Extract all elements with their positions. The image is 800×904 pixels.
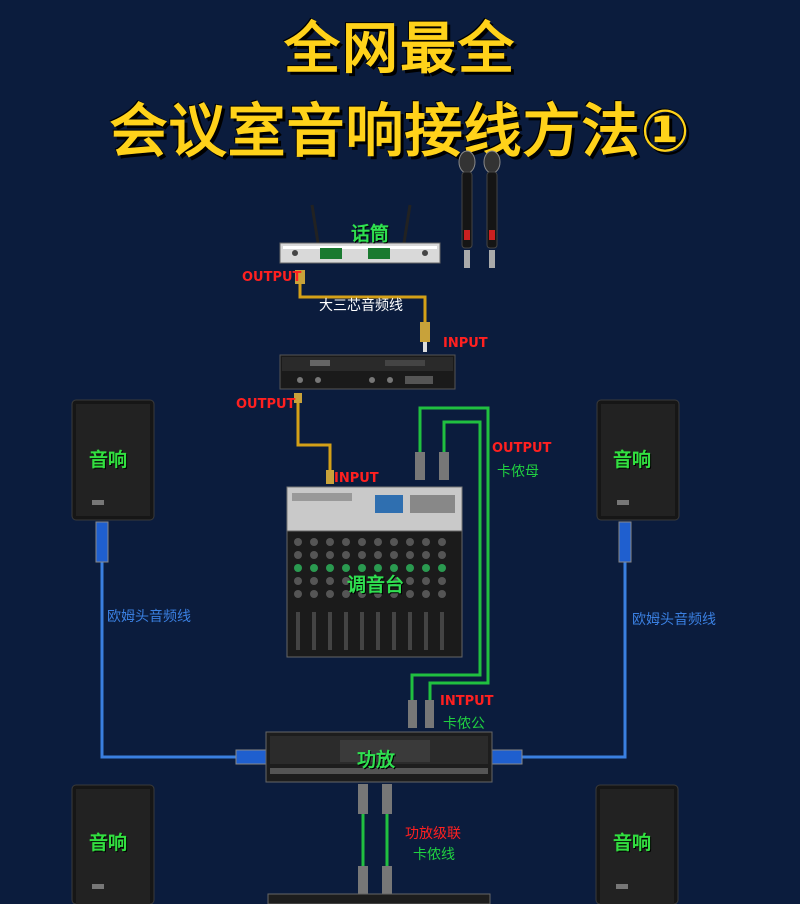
cascade-label: 功放级联 — [405, 826, 461, 842]
handheld-microphone-2 — [483, 150, 501, 268]
mixer-knob — [294, 590, 302, 598]
handheld-microphone-1 — [458, 150, 476, 268]
mixer-knob — [358, 564, 366, 572]
mixer-knob — [406, 564, 414, 572]
mixer-knob — [438, 590, 446, 598]
mixer-knob — [390, 551, 398, 559]
mic-output-label: OUTPUT — [242, 270, 302, 285]
mixer-knob — [406, 551, 414, 559]
mixer-fader — [392, 612, 396, 650]
mixer-knob — [310, 590, 318, 598]
mixer-knob — [326, 551, 334, 559]
microphone-label: 话筒 — [351, 223, 390, 245]
mixer-knob — [406, 577, 414, 585]
mixer-knob — [326, 538, 334, 546]
mixer-knob — [422, 564, 430, 572]
xlr-male-label: 卡侬公 — [443, 716, 485, 732]
mixer-fader — [360, 612, 364, 650]
mixer-knob — [358, 538, 366, 546]
mixer-knob — [374, 538, 382, 546]
title-line-2: 会议室音响接线方法① — [109, 97, 691, 165]
speaker-bottom-left-label: 音响 — [89, 832, 128, 854]
mixer-knob — [438, 551, 446, 559]
mixer-knob — [310, 538, 318, 546]
mixer-knob — [326, 590, 334, 598]
mixer-knob — [294, 564, 302, 572]
processor-input-label: INPUT — [443, 336, 488, 351]
speaker-top-right-label: 音响 — [613, 449, 652, 471]
speaker-bottom-left — [71, 784, 155, 904]
speaker-bottom-right-label: 音响 — [613, 832, 652, 854]
mixer-knob — [342, 590, 350, 598]
speakon-cable-right-label: 欧姆头音频线 — [632, 612, 716, 628]
mixer-knob — [390, 590, 398, 598]
xlr-female-label: 卡侬母 — [497, 464, 539, 480]
mixer-knob — [422, 577, 430, 585]
mixer-output-label: OUTPUT — [492, 441, 552, 456]
mixer-knob — [326, 577, 334, 585]
mixer-knob — [358, 551, 366, 559]
mixer-knob — [342, 538, 350, 546]
power-amplifier — [265, 731, 493, 783]
mixer-fader — [376, 612, 380, 650]
mixer-knob — [358, 577, 366, 585]
mixer-knob — [310, 577, 318, 585]
mixer-knob — [422, 551, 430, 559]
title-line-1: 全网最全 — [284, 17, 516, 82]
mixer-knob — [438, 538, 446, 546]
mixer-knob — [422, 590, 430, 598]
speaker-top-left-label: 音响 — [89, 449, 128, 471]
mixer-knob — [342, 551, 350, 559]
mixer-knob — [390, 564, 398, 572]
mixer-knob — [374, 590, 382, 598]
wireless-receiver — [279, 204, 441, 264]
amplifier-label: 功放 — [357, 749, 396, 771]
mixer-knob — [294, 551, 302, 559]
mixer-knob — [294, 538, 302, 546]
mixer-knob — [358, 590, 366, 598]
mixer-knob — [438, 564, 446, 572]
mixer-fader — [408, 612, 412, 650]
mixer-knob — [374, 564, 382, 572]
mixer-knob — [374, 577, 382, 585]
mixer-knob — [326, 564, 334, 572]
mixer-knob — [374, 551, 382, 559]
mixer-fader — [296, 612, 300, 650]
mixer-knob — [390, 538, 398, 546]
speaker-bottom-right — [595, 784, 679, 904]
cascade-cable-label: 卡侬线 — [413, 847, 455, 863]
mixer-knob — [310, 564, 318, 572]
mixer-knob — [406, 590, 414, 598]
mixer-input-label: INPUT — [334, 471, 379, 486]
mixer-knob — [406, 538, 414, 546]
mixer-knob — [294, 577, 302, 585]
speaker-top-left — [71, 399, 155, 521]
audio-processor — [279, 354, 456, 390]
mixer-fader — [344, 612, 348, 650]
mixer-fader — [424, 612, 428, 650]
mixer-knob — [310, 551, 318, 559]
amp-input-label: INTPUT — [440, 694, 494, 709]
trs-cable-label: 大三芯音频线 — [319, 298, 403, 314]
mixer-knob — [342, 577, 350, 585]
mixer-fader — [312, 612, 316, 650]
speaker-top-right — [596, 399, 680, 521]
mixer-knob — [390, 577, 398, 585]
processor-output-label: OUTPUT — [236, 397, 296, 412]
mixer-knob — [422, 538, 430, 546]
mixer-label: 调音台 — [347, 574, 405, 596]
mixer-knob — [438, 577, 446, 585]
mixer-knob — [342, 564, 350, 572]
mixer-fader — [440, 612, 444, 650]
mixer-fader — [328, 612, 332, 650]
speakon-cable-left-label: 欧姆头音频线 — [107, 609, 191, 625]
